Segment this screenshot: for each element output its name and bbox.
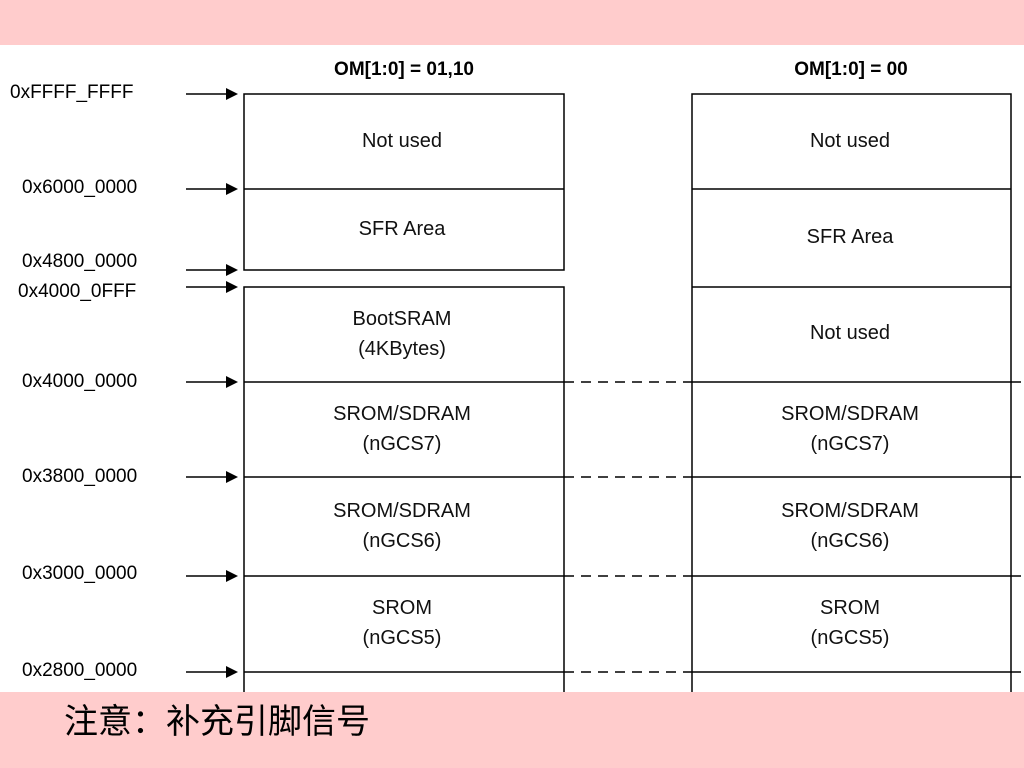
right-region-sfr-area: SFR Area [807,222,894,252]
left-upper-box [243,93,565,271]
region-line1: SROM/SDRAM [781,500,919,522]
region-line1: SROM [372,597,432,619]
region-line2: (nGCS6) [810,530,890,552]
region-line1: BootSRAM [352,308,452,330]
right-region-srom-ngcs5: SROM (nGCS5) [811,593,890,653]
right-region-srom-sdram-ngcs7: SROM/SDRAM (nGCS7) [781,399,919,459]
column-title-om-01-10: OM[1:0] = 01,10 [334,59,474,80]
right-region-not-used: Not used [810,126,890,156]
arrow-head-6000 [226,183,238,195]
region-line2: (nGCS6) [362,530,442,552]
right-region-srom-sdram-ngcs6: SROM/SDRAM (nGCS6) [781,496,919,556]
bottom-band [0,692,1024,768]
memory-map-diagram: OM[1:0] = 01,10 OM[1:0] = 00 0xFFFF_FFFF… [0,45,1024,692]
left-lower-box [243,286,565,692]
right-box [691,93,1012,692]
region-line2: (nGCS7) [810,433,890,455]
address-label-4000-0000: 0x4000_0000 [22,371,138,392]
region-line1: Not used [809,322,891,344]
address-label-4000-0fff: 0x4000_0FFF [18,281,137,302]
address-label-4800-0000: 0x4800_0000 [22,251,138,272]
region-line2: (nGCS7) [362,433,442,455]
arrow-head-4800 [226,264,238,276]
left-region-not-used: Not used [362,126,442,156]
column-title-om-00: OM[1:0] = 00 [794,59,908,80]
left-region-srom-ngcs5: SROM (nGCS5) [363,593,442,653]
right-region-not-used-2: Not used [810,318,890,348]
address-label-3800-0000: 0x3800_0000 [22,466,138,487]
left-region-sfr-area: SFR Area [359,214,446,244]
region-line1: Not used [361,130,443,152]
region-line1: SROM/SDRAM [333,500,471,522]
region-line1: SROM/SDRAM [333,403,471,425]
region-line2: (nGCS5) [810,627,890,649]
region-line1: SFR Area [806,226,894,248]
left-region-srom-sdram-ngcs6: SROM/SDRAM (nGCS6) [333,496,471,556]
region-line2: (4KBytes) [358,338,446,360]
region-line2: (nGCS5) [362,627,442,649]
arrow-head-ffff [226,88,238,100]
arrow-head-3800 [226,471,238,483]
arrow-head-4000-0fff [226,281,238,293]
memory-map-lines [186,88,1024,692]
arrow-head-2800 [226,666,238,678]
address-label-2800-0000: 0x2800_0000 [22,660,138,681]
address-label-3000-0000: 0x3000_0000 [22,563,138,584]
region-line1: Not used [809,130,891,152]
region-line1: SROM [820,597,880,619]
left-region-srom-sdram-ngcs7: SROM/SDRAM (nGCS7) [333,399,471,459]
left-region-bootsram: BootSRAM (4KBytes) [353,304,452,364]
arrow-head-3000 [226,570,238,582]
address-label-6000-0000: 0x6000_0000 [22,177,138,198]
arrow-head-4000 [226,376,238,388]
address-label-ffff-ffff: 0xFFFF_FFFF [10,82,134,103]
top-band [0,0,1024,45]
region-line1: SFR Area [358,218,446,240]
note-text: 注意：补充引脚信号 [64,702,370,742]
region-line1: SROM/SDRAM [781,403,919,425]
